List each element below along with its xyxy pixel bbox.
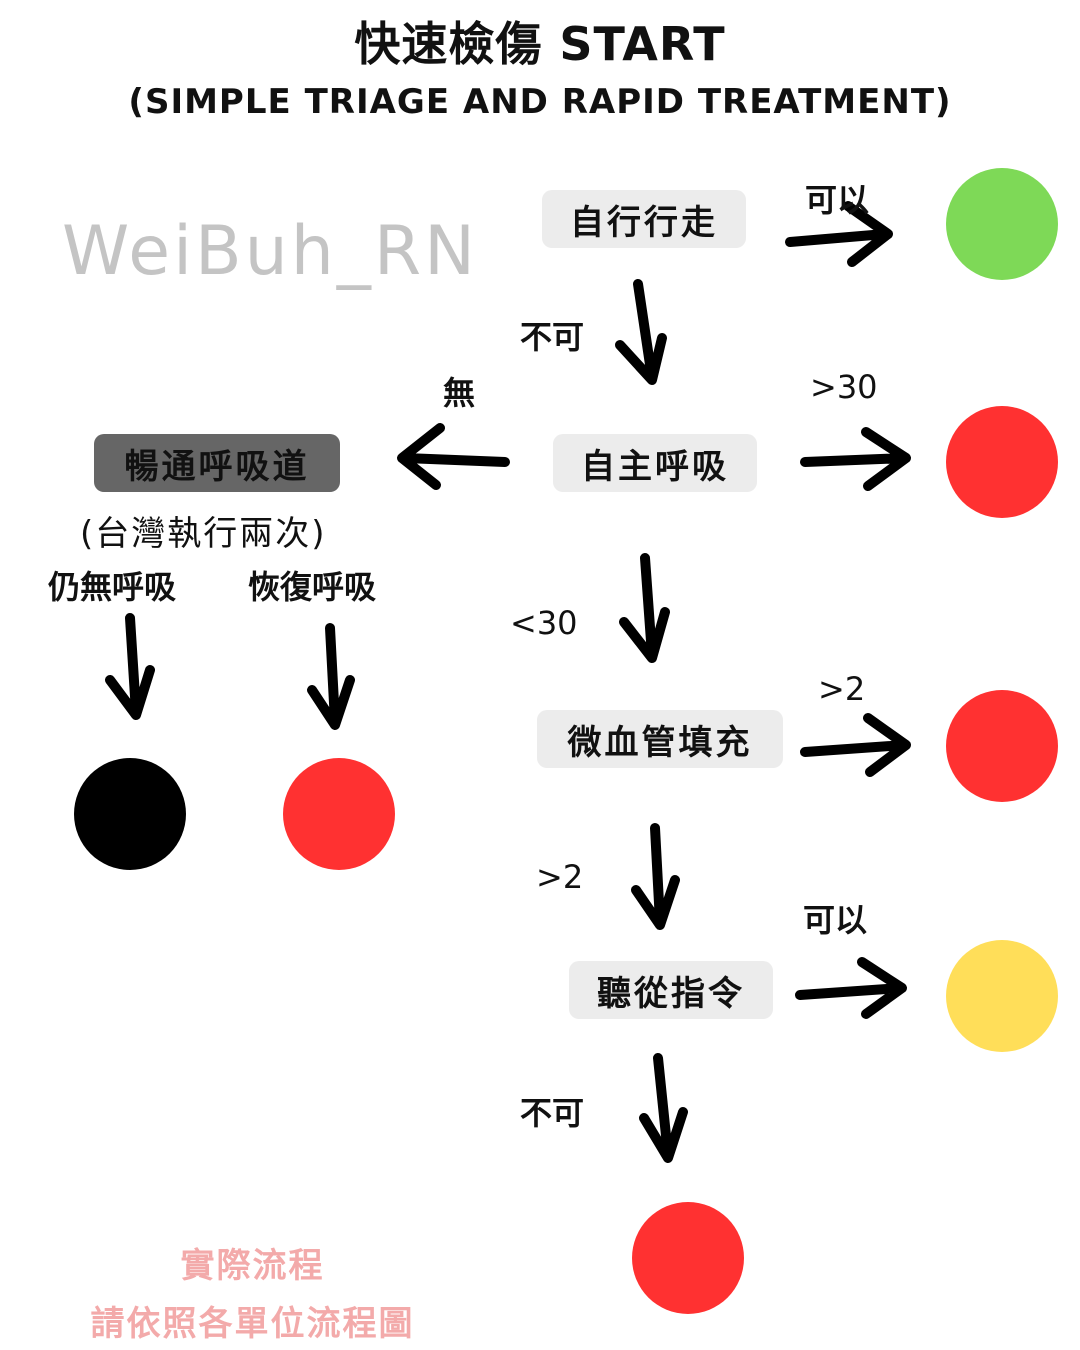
label-walk-yes: 可以	[805, 181, 870, 219]
label-cap-over2-down: >2	[536, 858, 584, 896]
triage-dot-red-breathing	[946, 406, 1058, 518]
arrow-breath-under30	[619, 553, 670, 663]
label-walk-no: 不可	[520, 318, 585, 356]
arrow-cap-over2-right	[800, 713, 911, 777]
triage-dot-yellow	[946, 940, 1058, 1052]
triage-dot-red-commands	[632, 1202, 744, 1314]
footer-note-line2: 請依照各單位流程圖	[90, 1304, 415, 1344]
label-breath-over30: >30	[810, 368, 878, 406]
arrow-walk-yes	[785, 201, 893, 267]
airway-note: (台灣執行兩次)	[80, 514, 327, 554]
label-cap-over2-right: >2	[818, 670, 866, 708]
step-walk: 自行行走	[542, 190, 746, 248]
arrow-cmd-no	[639, 1053, 688, 1163]
watermark: WeiBuh_RN	[62, 212, 478, 291]
step-commands: 聽從指令	[569, 961, 773, 1019]
triage-dot-green	[946, 168, 1058, 280]
footer-note-line1: 實際流程	[180, 1246, 325, 1286]
triage-dot-black	[74, 758, 186, 870]
label-cmd-no: 不可	[520, 1094, 585, 1132]
arrow-walk-no	[615, 279, 667, 385]
label-breath-under30: <30	[510, 604, 578, 642]
step-airway: 暢通呼吸道	[94, 434, 340, 492]
arrow-still-no-breath	[105, 613, 155, 720]
triage-dot-red-capillary	[946, 690, 1058, 802]
label-cmd-yes: 可以	[803, 901, 868, 939]
arrow-cap-over2-down	[631, 823, 680, 930]
arrow-breath-restored	[307, 623, 355, 730]
page-title: 快速檢傷 START	[354, 17, 726, 71]
step-breathing: 自主呼吸	[553, 434, 757, 492]
label-breath-none: 無	[443, 374, 476, 412]
label-breath-restored: 恢復呼吸	[248, 568, 377, 606]
step-capillary: 微血管填充	[537, 710, 783, 768]
label-still-no-breath: 仍無呼吸	[48, 568, 177, 606]
arrow-breath-none	[397, 423, 510, 490]
page-subtitle: (SIMPLE TRIAGE AND RAPID TREATMENT)	[128, 82, 952, 122]
triage-dot-red-airway	[283, 758, 395, 870]
arrow-breath-over30	[800, 427, 911, 491]
arrow-cmd-yes	[795, 957, 907, 1019]
